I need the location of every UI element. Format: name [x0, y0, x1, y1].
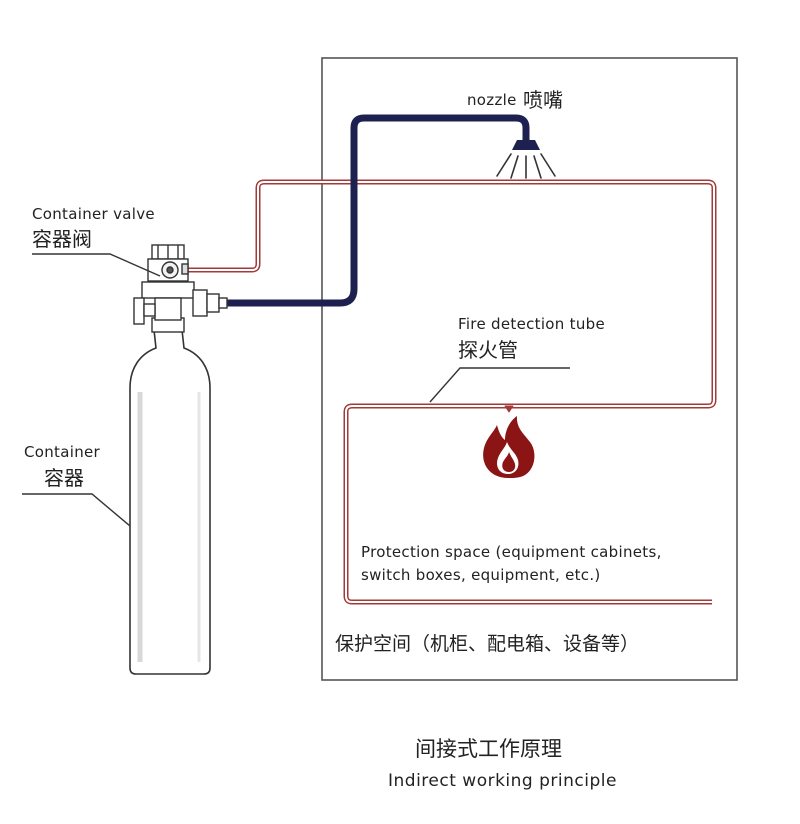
tube-label-zh: 探火管: [458, 338, 518, 362]
space-label-zh: 保护空间（机柜、配电箱、设备等）: [335, 633, 640, 655]
tube-leader-line: [429, 367, 570, 403]
nozzle-label-en: nozzle: [467, 91, 517, 109]
nozzle-spray-icon: [496, 140, 556, 179]
container-leader-line: [22, 493, 131, 527]
fire-detection-tube: [185, 179, 717, 605]
caption-zh: 间接式工作原理: [415, 737, 562, 761]
nozzle-label-zh: 喷嘴: [523, 88, 563, 112]
fire-icon: [483, 416, 535, 478]
protection-space-frame: [321, 57, 738, 681]
gas-cylinder-icon: [129, 317, 211, 675]
caption-en: Indirect working principle: [388, 771, 617, 791]
container-label-en: Container: [24, 443, 101, 461]
valve-leader-line: [32, 253, 161, 277]
space-label-en-line1: Protection space (equipment cabinets,: [361, 543, 662, 561]
discharge-pipe: [226, 114, 530, 307]
container-label-zh: 容器: [44, 466, 84, 490]
space-label-en-line2: switch boxes, equipment, etc.): [361, 566, 601, 584]
tube-label-en: Fire detection tube: [458, 315, 605, 333]
valve-icon: [133, 244, 228, 325]
leader-lines: [22, 253, 570, 527]
valve-label-zh: 容器阀: [32, 227, 92, 251]
valve-label-en: Container valve: [32, 205, 155, 223]
